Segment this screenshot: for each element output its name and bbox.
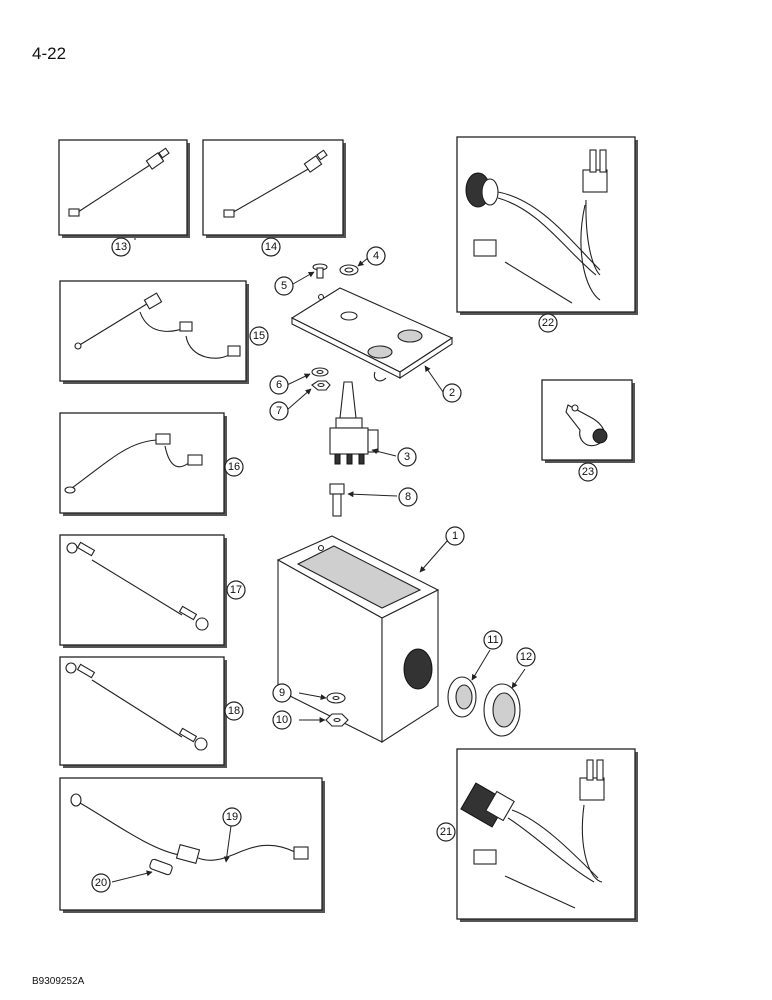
harness-22-panel [456, 136, 638, 315]
callout-8: 8 [398, 487, 418, 507]
svg-text:9: 9 [279, 687, 285, 699]
callout-5: 5 [274, 276, 294, 296]
lock-nut-part [326, 692, 346, 704]
callout-16: 16 [224, 457, 244, 477]
svg-text:8: 8 [405, 491, 411, 503]
svg-text:20: 20 [95, 877, 107, 889]
callout-21: 21 [436, 822, 456, 842]
clamp-23-panel [541, 379, 635, 463]
grommet-part [483, 683, 521, 737]
callout-19: 19 [222, 807, 242, 827]
svg-text:1: 1 [452, 530, 458, 542]
svg-text:23: 23 [582, 466, 594, 478]
hex-nut-part [325, 713, 349, 727]
callout-22: 22 [538, 313, 558, 333]
svg-text:16: 16 [228, 461, 240, 473]
grommet-nut-part [447, 676, 477, 718]
callout-13: 13 [111, 237, 131, 257]
callout-12: 12 [516, 647, 536, 667]
callout-15: 15 [249, 326, 269, 346]
callout-2: 2 [442, 383, 462, 403]
svg-text:21: 21 [440, 826, 452, 838]
svg-text:15: 15 [253, 330, 265, 342]
svg-text:13: 13 [115, 241, 127, 253]
switch-box-part [276, 535, 440, 744]
callout-11: 11 [483, 630, 503, 650]
fuse-harness-19-panel [59, 777, 325, 913]
washer-part [339, 264, 359, 276]
callout-6: 6 [269, 375, 289, 395]
document-code: B9309252A [32, 976, 85, 987]
svg-text:12: 12 [520, 651, 532, 663]
nut-part [311, 380, 331, 391]
cable-18-panel [59, 656, 227, 768]
svg-text:5: 5 [281, 280, 287, 292]
svg-text:3: 3 [404, 451, 410, 463]
callout-4: 4 [366, 246, 386, 266]
svg-text:6: 6 [276, 379, 282, 391]
callout-23: 23 [578, 462, 598, 482]
svg-text:11: 11 [487, 634, 498, 646]
svg-text:19: 19 [226, 811, 238, 823]
callout-18: 18 [224, 701, 244, 721]
callout-3: 3 [397, 447, 417, 467]
svg-text:7: 7 [276, 405, 282, 417]
bolt-part [329, 483, 345, 517]
svg-text:22: 22 [542, 317, 554, 329]
harness-14-panel [202, 139, 346, 238]
callout-17: 17 [226, 580, 246, 600]
page-number: 4-22 [32, 44, 67, 63]
callout-10: 10 [272, 710, 292, 730]
svg-text:17: 17 [230, 584, 242, 596]
svg-text:14: 14 [265, 241, 277, 253]
toggle-switch-part [329, 381, 379, 465]
bracket-plate-part [290, 287, 454, 382]
lockwasher-part [311, 367, 329, 377]
screw-part [312, 263, 328, 279]
harness-21-panel [456, 748, 638, 922]
callout-1: 1 [445, 526, 465, 546]
svg-text:18: 18 [228, 705, 240, 717]
svg-text:10: 10 [276, 714, 288, 726]
callout-9: 9 [272, 683, 292, 703]
callout-20: 20 [91, 873, 111, 893]
callout-7: 7 [269, 401, 289, 421]
svg-text:2: 2 [449, 387, 455, 399]
callout-14: 14 [261, 237, 281, 257]
svg-text:4: 4 [373, 250, 379, 262]
harness-13-panel [58, 139, 190, 238]
cable-17-panel [59, 534, 227, 648]
harness-16-panel [59, 412, 227, 516]
harness-15-panel [59, 280, 249, 384]
